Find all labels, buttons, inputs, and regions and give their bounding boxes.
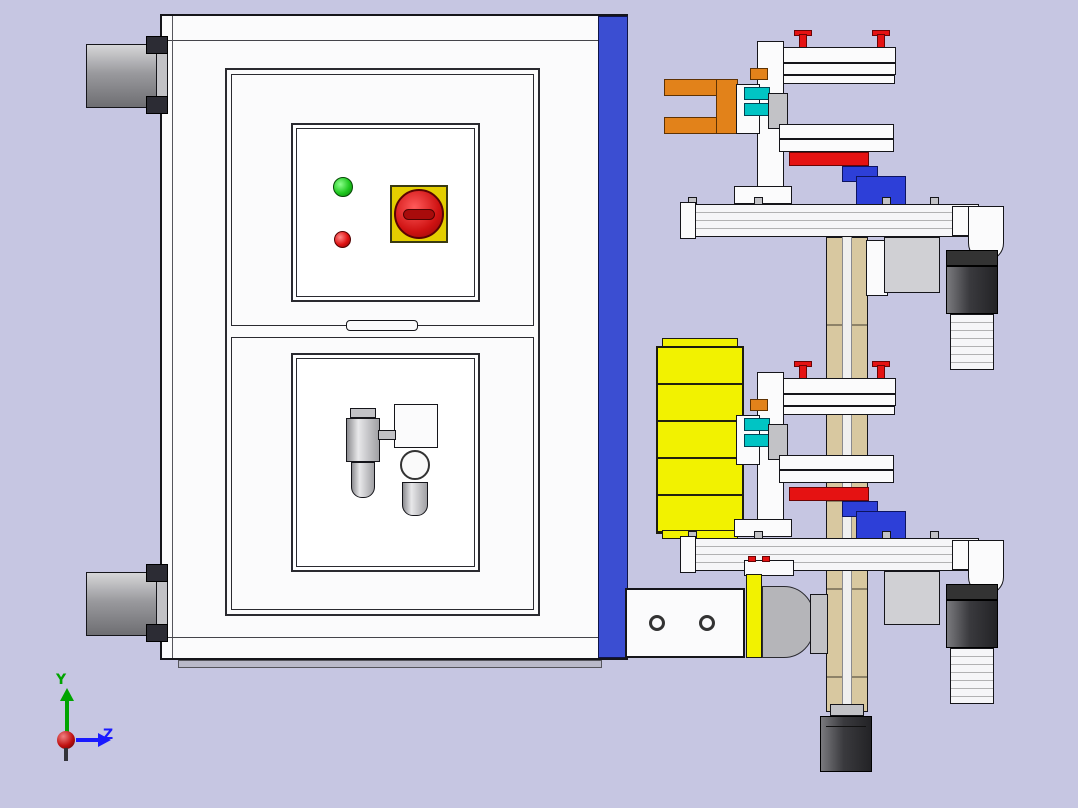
cylinder-dark-cap	[946, 584, 998, 600]
blue-bracket-b	[856, 176, 906, 206]
rail-underplate	[774, 406, 895, 415]
cylinder-dark-body	[946, 600, 998, 648]
cylinder-dark-cap	[946, 250, 998, 266]
slide-row-2	[779, 470, 894, 483]
slide-row-1	[779, 124, 894, 139]
cyan-fitting-2	[744, 103, 770, 116]
cylinder-white-body	[950, 648, 994, 704]
rail-left-cap	[680, 202, 696, 239]
rail-body	[683, 204, 979, 237]
z-axis-line	[76, 738, 98, 742]
asu-valve-block	[394, 404, 438, 448]
asu-cap	[350, 408, 376, 418]
asu-filter-bowl	[351, 462, 375, 498]
cylinder-bracket	[884, 571, 940, 625]
y-axis-arrowhead	[60, 688, 74, 701]
rail-underplate	[774, 75, 895, 84]
z-axis-label: Z	[103, 727, 114, 743]
cabinet-bottom-shadow	[178, 660, 602, 668]
control-panel-inner	[296, 128, 475, 297]
cyan-fitting-1	[744, 87, 770, 100]
cylinder-bracket	[884, 237, 940, 293]
rail-row-1	[778, 47, 896, 63]
screw-stem-left	[799, 365, 807, 379]
roller-block-bottom	[146, 624, 168, 642]
asu-filter-body	[346, 418, 380, 462]
cyan-fitting-2	[744, 434, 770, 447]
rail-row-1	[778, 378, 896, 394]
rail-row-2	[778, 63, 896, 75]
base-plate	[625, 588, 745, 658]
asu-regulator-bowl	[402, 482, 428, 516]
under-bracket	[734, 519, 792, 537]
red-clamp-bar	[789, 487, 869, 501]
origin-sphere	[57, 731, 75, 749]
under-bracket	[734, 186, 792, 204]
red-pilot-light	[334, 231, 351, 248]
lower-door	[231, 337, 534, 610]
red-clamp-bar	[789, 152, 869, 166]
roller-block-bottom	[146, 96, 168, 114]
cylinder-dark-body	[946, 266, 998, 314]
x-axis-stub	[64, 748, 68, 761]
cabinet-bottom-line	[162, 637, 598, 638]
roller-block-top	[146, 36, 168, 54]
motor-line	[826, 726, 866, 727]
asu-connector	[378, 430, 396, 440]
roller-block-top	[146, 564, 168, 582]
y-axis-line	[65, 700, 69, 738]
mid-block	[768, 424, 788, 460]
blue-bracket-b	[856, 511, 906, 541]
y-axis-label: Y	[56, 672, 67, 688]
base-red-nub-2	[762, 556, 770, 562]
screw-stem-left	[799, 34, 807, 48]
rail-left-cap	[680, 536, 696, 573]
control-panel-plate	[291, 123, 480, 302]
lower-panel-plate	[291, 353, 480, 572]
screw-stem-right	[877, 34, 885, 48]
door-frame	[225, 68, 540, 616]
carrier-body	[656, 346, 744, 534]
air-service-unit[interactable]	[338, 402, 458, 528]
cabinet-top-band-line	[162, 40, 598, 41]
gripper-back	[716, 79, 738, 134]
cabinet-left-line	[172, 16, 173, 658]
rail-row-2	[778, 394, 896, 406]
motor-flange	[830, 704, 864, 716]
cylinder-white-body	[950, 314, 994, 370]
base-round-block	[762, 586, 814, 658]
door-handle[interactable]	[346, 320, 418, 331]
slide-row-2	[779, 139, 894, 152]
base-link	[810, 594, 828, 654]
main-switch-knob[interactable]	[394, 189, 444, 239]
rail-body	[683, 538, 979, 571]
cyan-fitting-1	[744, 418, 770, 431]
screw-stem-right	[877, 365, 885, 379]
main-switch-handle	[403, 209, 435, 220]
base-hole-1	[649, 615, 665, 631]
lower-panel-inner	[296, 358, 475, 567]
green-pilot-light	[333, 177, 353, 197]
cabinet-blue-side	[598, 16, 628, 658]
orange-fitting	[750, 399, 768, 411]
z-axis-arrowhead	[98, 733, 111, 747]
base-yellow-strip	[746, 574, 762, 658]
asu-gauge	[400, 450, 430, 480]
mid-block	[768, 93, 788, 129]
motor-body	[820, 716, 872, 772]
base-hole-2	[699, 615, 715, 631]
slide-row-1	[779, 455, 894, 470]
base-red-nub-1	[748, 556, 756, 562]
orange-fitting	[750, 68, 768, 80]
